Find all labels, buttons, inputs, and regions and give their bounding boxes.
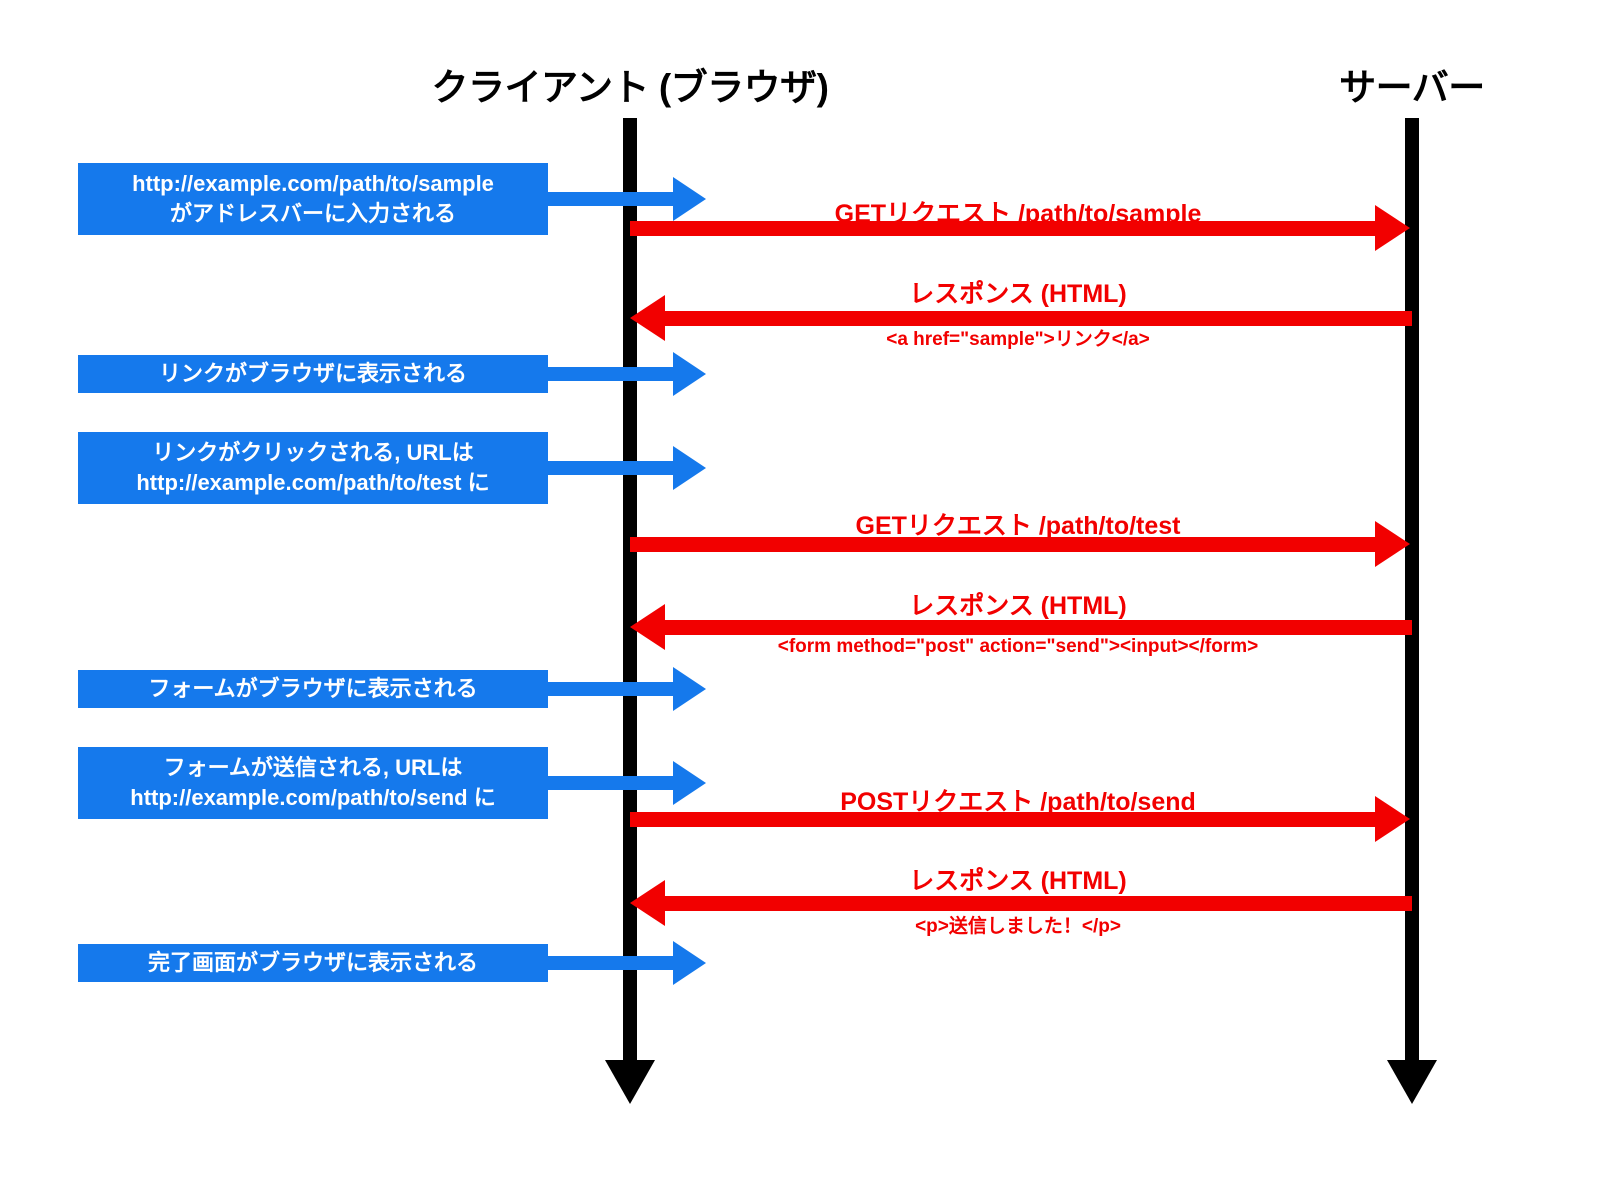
message-3-label: GETリクエスト /path/to/test xyxy=(855,512,1181,540)
message-6-arrow-icon xyxy=(630,880,665,926)
message-6-shaft xyxy=(655,896,1412,911)
client-step-5-arrow-icon xyxy=(673,761,706,805)
client-lifeline-arrow-icon xyxy=(605,1060,655,1104)
client-step-6-arrow-icon xyxy=(673,941,706,985)
server-lifeline xyxy=(1405,118,1419,1060)
client-step-5-box: フォームが送信される, URLは http://example.com/path… xyxy=(78,747,548,819)
message-5-shaft xyxy=(630,812,1375,827)
client-step-1-line2: がアドレスバーに入力される xyxy=(169,201,456,226)
server-lifeline-arrow-icon xyxy=(1387,1060,1437,1104)
client-step-3-line1: リンクがクリックされる, URLは xyxy=(152,439,474,465)
message-2-label: レスポンス (HTML) xyxy=(909,280,1127,308)
message-4-shaft xyxy=(655,620,1412,635)
client-step-1-box: http://example.com/path/to/sample がアドレスバ… xyxy=(78,163,548,235)
message-4-payload: <form method="post" action="send"><input… xyxy=(777,636,1259,657)
client-step-2-box: リンクがブラウザに表示される xyxy=(78,355,548,393)
message-5-label: POSTリクエスト /path/to/send xyxy=(840,788,1196,816)
client-step-6-line1: 完了画面がブラウザに表示される xyxy=(147,949,478,975)
client-step-4-arrow-icon xyxy=(673,667,706,711)
client-step-6-box: 完了画面がブラウザに表示される xyxy=(78,944,548,982)
client-step-4-box: フォームがブラウザに表示される xyxy=(78,670,548,708)
client-step-2-line1: リンクがブラウザに表示される xyxy=(158,360,467,386)
client-step-3-line2: http://example.com/path/to/test に xyxy=(136,470,490,495)
message-1-shaft xyxy=(630,221,1375,236)
client-step-5-line2: http://example.com/path/to/send に xyxy=(130,785,496,810)
message-2-arrow-icon xyxy=(630,295,665,341)
server-actor-title: サーバー xyxy=(1339,67,1485,108)
client-step-1-line1: http://example.com/path/to/sample xyxy=(132,170,494,196)
client-step-2-arrow-icon xyxy=(673,352,706,396)
client-step-1-arrow-shaft xyxy=(548,192,673,206)
client-step-5-line1: フォームが送信される, URLは xyxy=(163,754,463,780)
client-step-4-arrow-shaft xyxy=(548,682,673,696)
message-2-shaft xyxy=(655,311,1412,326)
message-3-shaft xyxy=(630,537,1375,552)
message-2-payload: <a href="sample">リンク</a> xyxy=(886,329,1150,350)
message-4-arrow-icon xyxy=(630,604,665,650)
client-step-3-arrow-icon xyxy=(673,446,706,490)
client-step-5-arrow-shaft xyxy=(548,776,673,790)
client-actor-title: クライアント (ブラウザ) xyxy=(431,67,829,108)
message-5-arrow-icon xyxy=(1375,796,1410,842)
client-step-1-arrow-icon xyxy=(673,177,706,221)
message-4-label: レスポンス (HTML) xyxy=(909,592,1127,620)
client-step-3-arrow-shaft xyxy=(548,461,673,475)
client-step-2-arrow-shaft xyxy=(548,367,673,381)
message-3-arrow-icon xyxy=(1375,521,1410,567)
client-step-6-arrow-shaft xyxy=(548,956,673,970)
client-step-3-box: リンクがクリックされる, URLは http://example.com/pat… xyxy=(78,432,548,504)
message-6-payload: <p>送信しました！</p> xyxy=(915,916,1121,937)
client-step-4-line1: フォームがブラウザに表示される xyxy=(148,675,478,701)
message-1-arrow-icon xyxy=(1375,205,1410,251)
message-6-label: レスポンス (HTML) xyxy=(909,867,1127,895)
